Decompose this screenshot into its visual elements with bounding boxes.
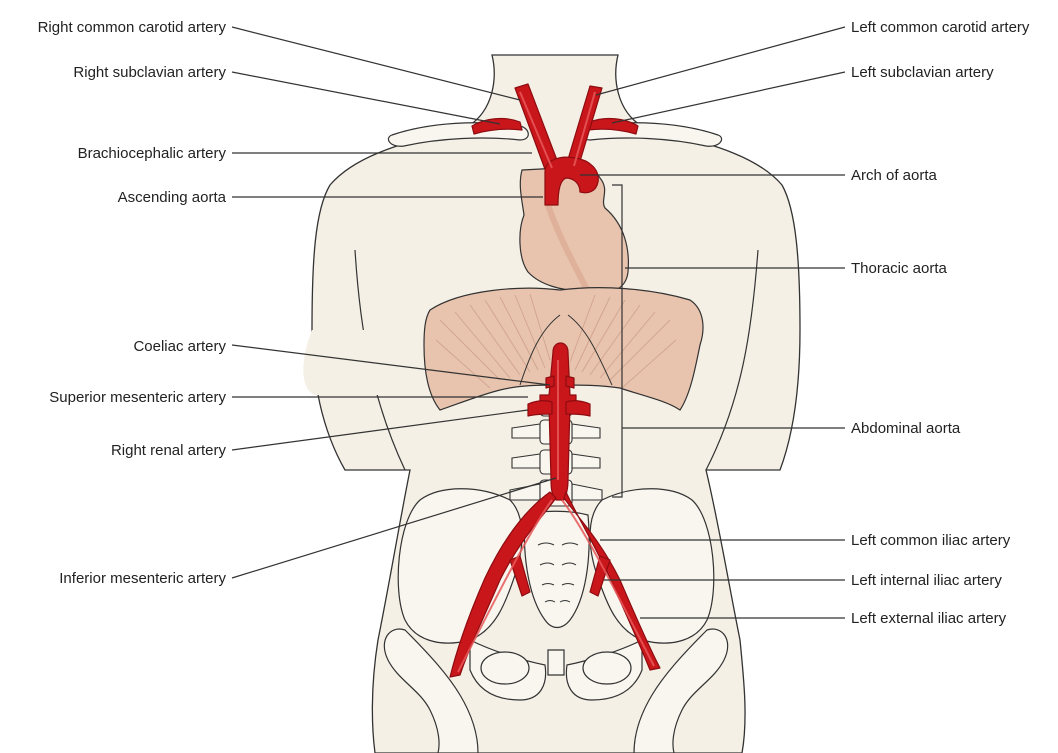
label-coeliac-artery: Coeliac artery — [133, 338, 226, 355]
label-left-external-iliac-artery: Left external iliac artery — [851, 610, 1007, 627]
label-superior-mesenteric-artery: Superior mesenteric artery — [49, 389, 226, 406]
label-left-common-carotid-artery: Left common carotid artery — [851, 19, 1030, 36]
label-brachiocephalic-artery: Brachiocephalic artery — [78, 145, 227, 162]
label-right-subclavian-artery: Right subclavian artery — [73, 64, 226, 81]
label-right-renal-artery: Right renal artery — [111, 442, 227, 459]
label-left-subclavian-artery: Left subclavian artery — [851, 64, 994, 81]
left-renal — [566, 401, 590, 416]
label-ascending-aorta: Ascending aorta — [118, 189, 227, 206]
label-left-internal-iliac-artery: Left internal iliac artery — [851, 572, 1002, 589]
label-thoracic-aorta: Thoracic aorta — [851, 260, 948, 277]
right-renal — [528, 401, 552, 416]
label-abdominal-aorta: Abdominal aorta — [851, 420, 961, 437]
label-inferior-mesenteric-artery: Inferior mesenteric artery — [59, 570, 226, 587]
labels-right: Left common carotid artery Left subclavi… — [851, 19, 1030, 627]
label-arch-of-aorta: Arch of aorta — [851, 167, 938, 184]
label-left-common-iliac-artery: Left common iliac artery — [851, 532, 1011, 549]
labels-left: Right common carotid artery Right subcla… — [38, 19, 227, 587]
label-right-common-carotid-artery: Right common carotid artery — [38, 19, 227, 36]
